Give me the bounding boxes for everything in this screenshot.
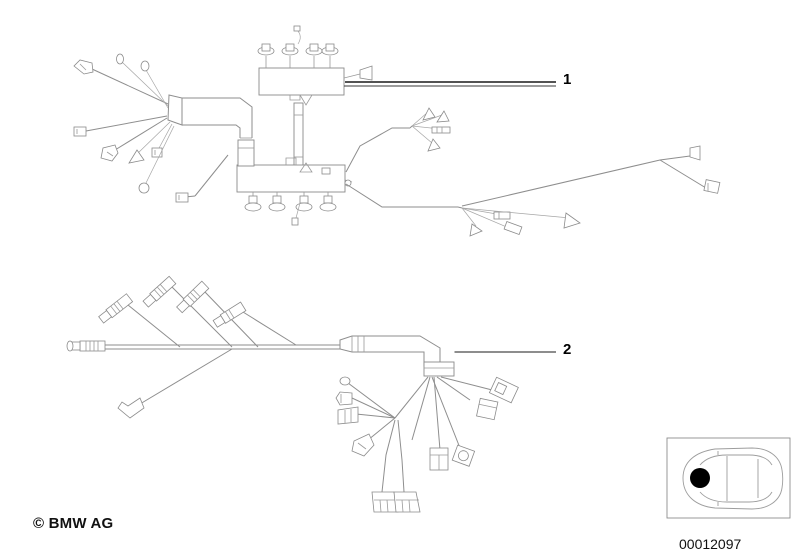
- harness-2-breakout-boot: [339, 335, 556, 377]
- harness-1-injector-connector-bottom-2: [268, 192, 286, 212]
- harness-1-injector-connector-top-4: [321, 43, 339, 68]
- harness-1-injector-connector-top-3: [305, 43, 323, 68]
- harness-1-lower-rail: [236, 157, 353, 193]
- diagram-number-label: 00012097: [679, 536, 742, 552]
- car-top-view-icon: [682, 447, 784, 510]
- copyright-notice: © BMW AG: [33, 515, 114, 532]
- harness-1-injector-connector-bottom-1: [244, 192, 262, 212]
- harness-1-injector-connector-top-2: [281, 43, 299, 68]
- harness-1-main-conduit: [167, 94, 255, 167]
- harness-2-left-branch: [98, 275, 297, 419]
- harness-1-injector-connector-bottom-3: [295, 192, 313, 212]
- harness-1-injector-connector-bottom-4: [319, 192, 337, 212]
- callout-label-2: 2: [563, 341, 572, 358]
- harness-1-right-branch: [345, 107, 721, 237]
- harness-2-connector-center: [429, 447, 449, 471]
- harness-2-connector-bottom-right: [393, 491, 421, 513]
- harness-2-main-cable: [66, 340, 340, 352]
- callout-label-1: 1: [563, 71, 572, 88]
- harness-1-left-branch: [73, 53, 229, 203]
- harness-1-vertical-conduit: [293, 102, 304, 170]
- harness-1-upper-rail: [258, 65, 556, 106]
- harness-2-assembly: [66, 275, 556, 513]
- harness-2-right-fan: [335, 376, 519, 513]
- harness-1-assembly: [73, 25, 721, 237]
- harness-1-injector-connector-top-1: [257, 43, 275, 68]
- vehicle-location-thumbnail: [666, 437, 791, 519]
- engine-bay-marker: [690, 468, 710, 488]
